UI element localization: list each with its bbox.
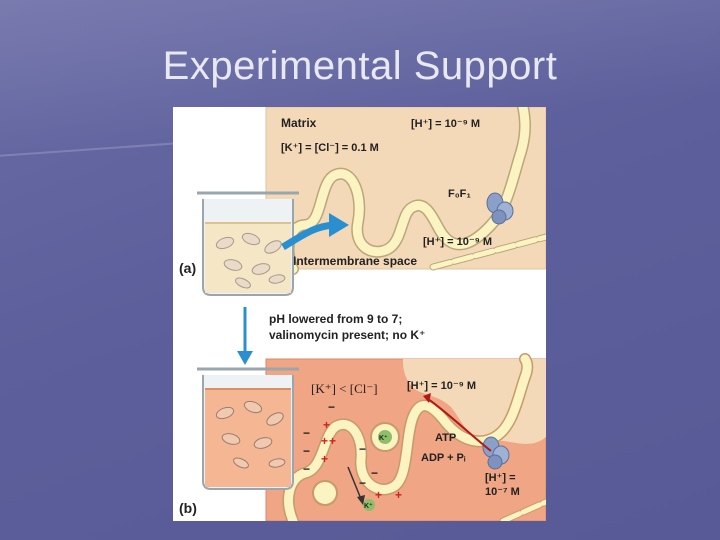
panel-a-matrix-bg bbox=[266, 107, 546, 269]
ims-h-concentration: [H⁺] = 10⁻⁹ M bbox=[423, 236, 492, 248]
panel-b: K⁺ K⁺ − + − + + − + − − − − + + [K⁺] < [… bbox=[179, 353, 546, 521]
beaker-b-icon bbox=[197, 367, 299, 490]
fof1-atp-synthase-icon bbox=[486, 192, 514, 225]
adp-pi-label: ADP + Pᵢ bbox=[421, 452, 466, 464]
svg-text:K⁺: K⁺ bbox=[379, 434, 388, 442]
ims-h-line-2: 10⁻⁷ M bbox=[485, 486, 520, 498]
plus-charge: + bbox=[375, 488, 382, 502]
panel-a: Matrix [H⁺] = 10⁻⁹ M [K⁺] = [Cl⁻] = 0.1 … bbox=[179, 107, 546, 296]
panel-a-label: (a) bbox=[179, 260, 196, 276]
panel-b-inner-membrane bbox=[282, 353, 546, 521]
proton-flow-arrow-icon bbox=[427, 398, 492, 452]
panel-b-label: (b) bbox=[179, 500, 197, 516]
plus-charge: + bbox=[323, 418, 330, 432]
plus-charge: + bbox=[395, 488, 402, 502]
k-migration-arrow-icon bbox=[347, 466, 362, 500]
atp-label: ATP bbox=[435, 432, 456, 444]
beaker-a-icon bbox=[197, 191, 299, 296]
minus-charge: − bbox=[328, 400, 335, 414]
plus-charge: + bbox=[321, 452, 328, 466]
slide-title: Experimental Support bbox=[162, 44, 558, 88]
transition: pH lowered from 9 to 7; valinomycin pres… bbox=[237, 307, 425, 365]
minus-charge: − bbox=[303, 444, 310, 458]
intermembrane-space-label: Intermembrane space bbox=[293, 254, 417, 268]
transition-line-2: valinomycin present; no K⁺ bbox=[269, 328, 425, 342]
svg-text:K⁺: K⁺ bbox=[364, 502, 373, 510]
minus-charge: − bbox=[359, 476, 366, 490]
minus-charge: − bbox=[371, 466, 378, 480]
transition-line-1: pH lowered from 9 to 7; bbox=[269, 312, 402, 326]
fof1-label: F₀F₁ bbox=[448, 188, 471, 200]
panel-a-inner-membrane bbox=[282, 107, 546, 275]
plus-charge: + bbox=[321, 434, 328, 448]
matrix-label: Matrix bbox=[281, 116, 317, 130]
matrix-h-concentration: [H⁺] = 10⁻⁹ M bbox=[411, 118, 480, 130]
k-ion-upper-icon: K⁺ bbox=[370, 422, 400, 452]
fof1-atp-synthase-b-icon bbox=[482, 436, 510, 470]
zoom-arrow-a-icon bbox=[281, 221, 334, 251]
k-ion-lower-icon: K⁺ bbox=[312, 480, 375, 511]
k-less-than-cl-note: [K⁺] < [Cl⁻] bbox=[311, 381, 378, 396]
ims-h-line-1: [H⁺] = bbox=[485, 472, 516, 484]
matrix-kcl-concentration: [K⁺] = [Cl⁻] = 0.1 M bbox=[281, 142, 379, 154]
minus-charge: − bbox=[359, 442, 366, 456]
mitochondria-figure: Matrix [H⁺] = 10⁻⁹ M [K⁺] = [Cl⁻] = 0.1 … bbox=[173, 107, 546, 521]
minus-charge: − bbox=[303, 462, 310, 476]
minus-charge: − bbox=[303, 426, 310, 440]
plus-charge: + bbox=[329, 434, 336, 448]
panel-b-matrix-h-concentration: [H⁺] = 10⁻⁹ M bbox=[407, 380, 476, 392]
